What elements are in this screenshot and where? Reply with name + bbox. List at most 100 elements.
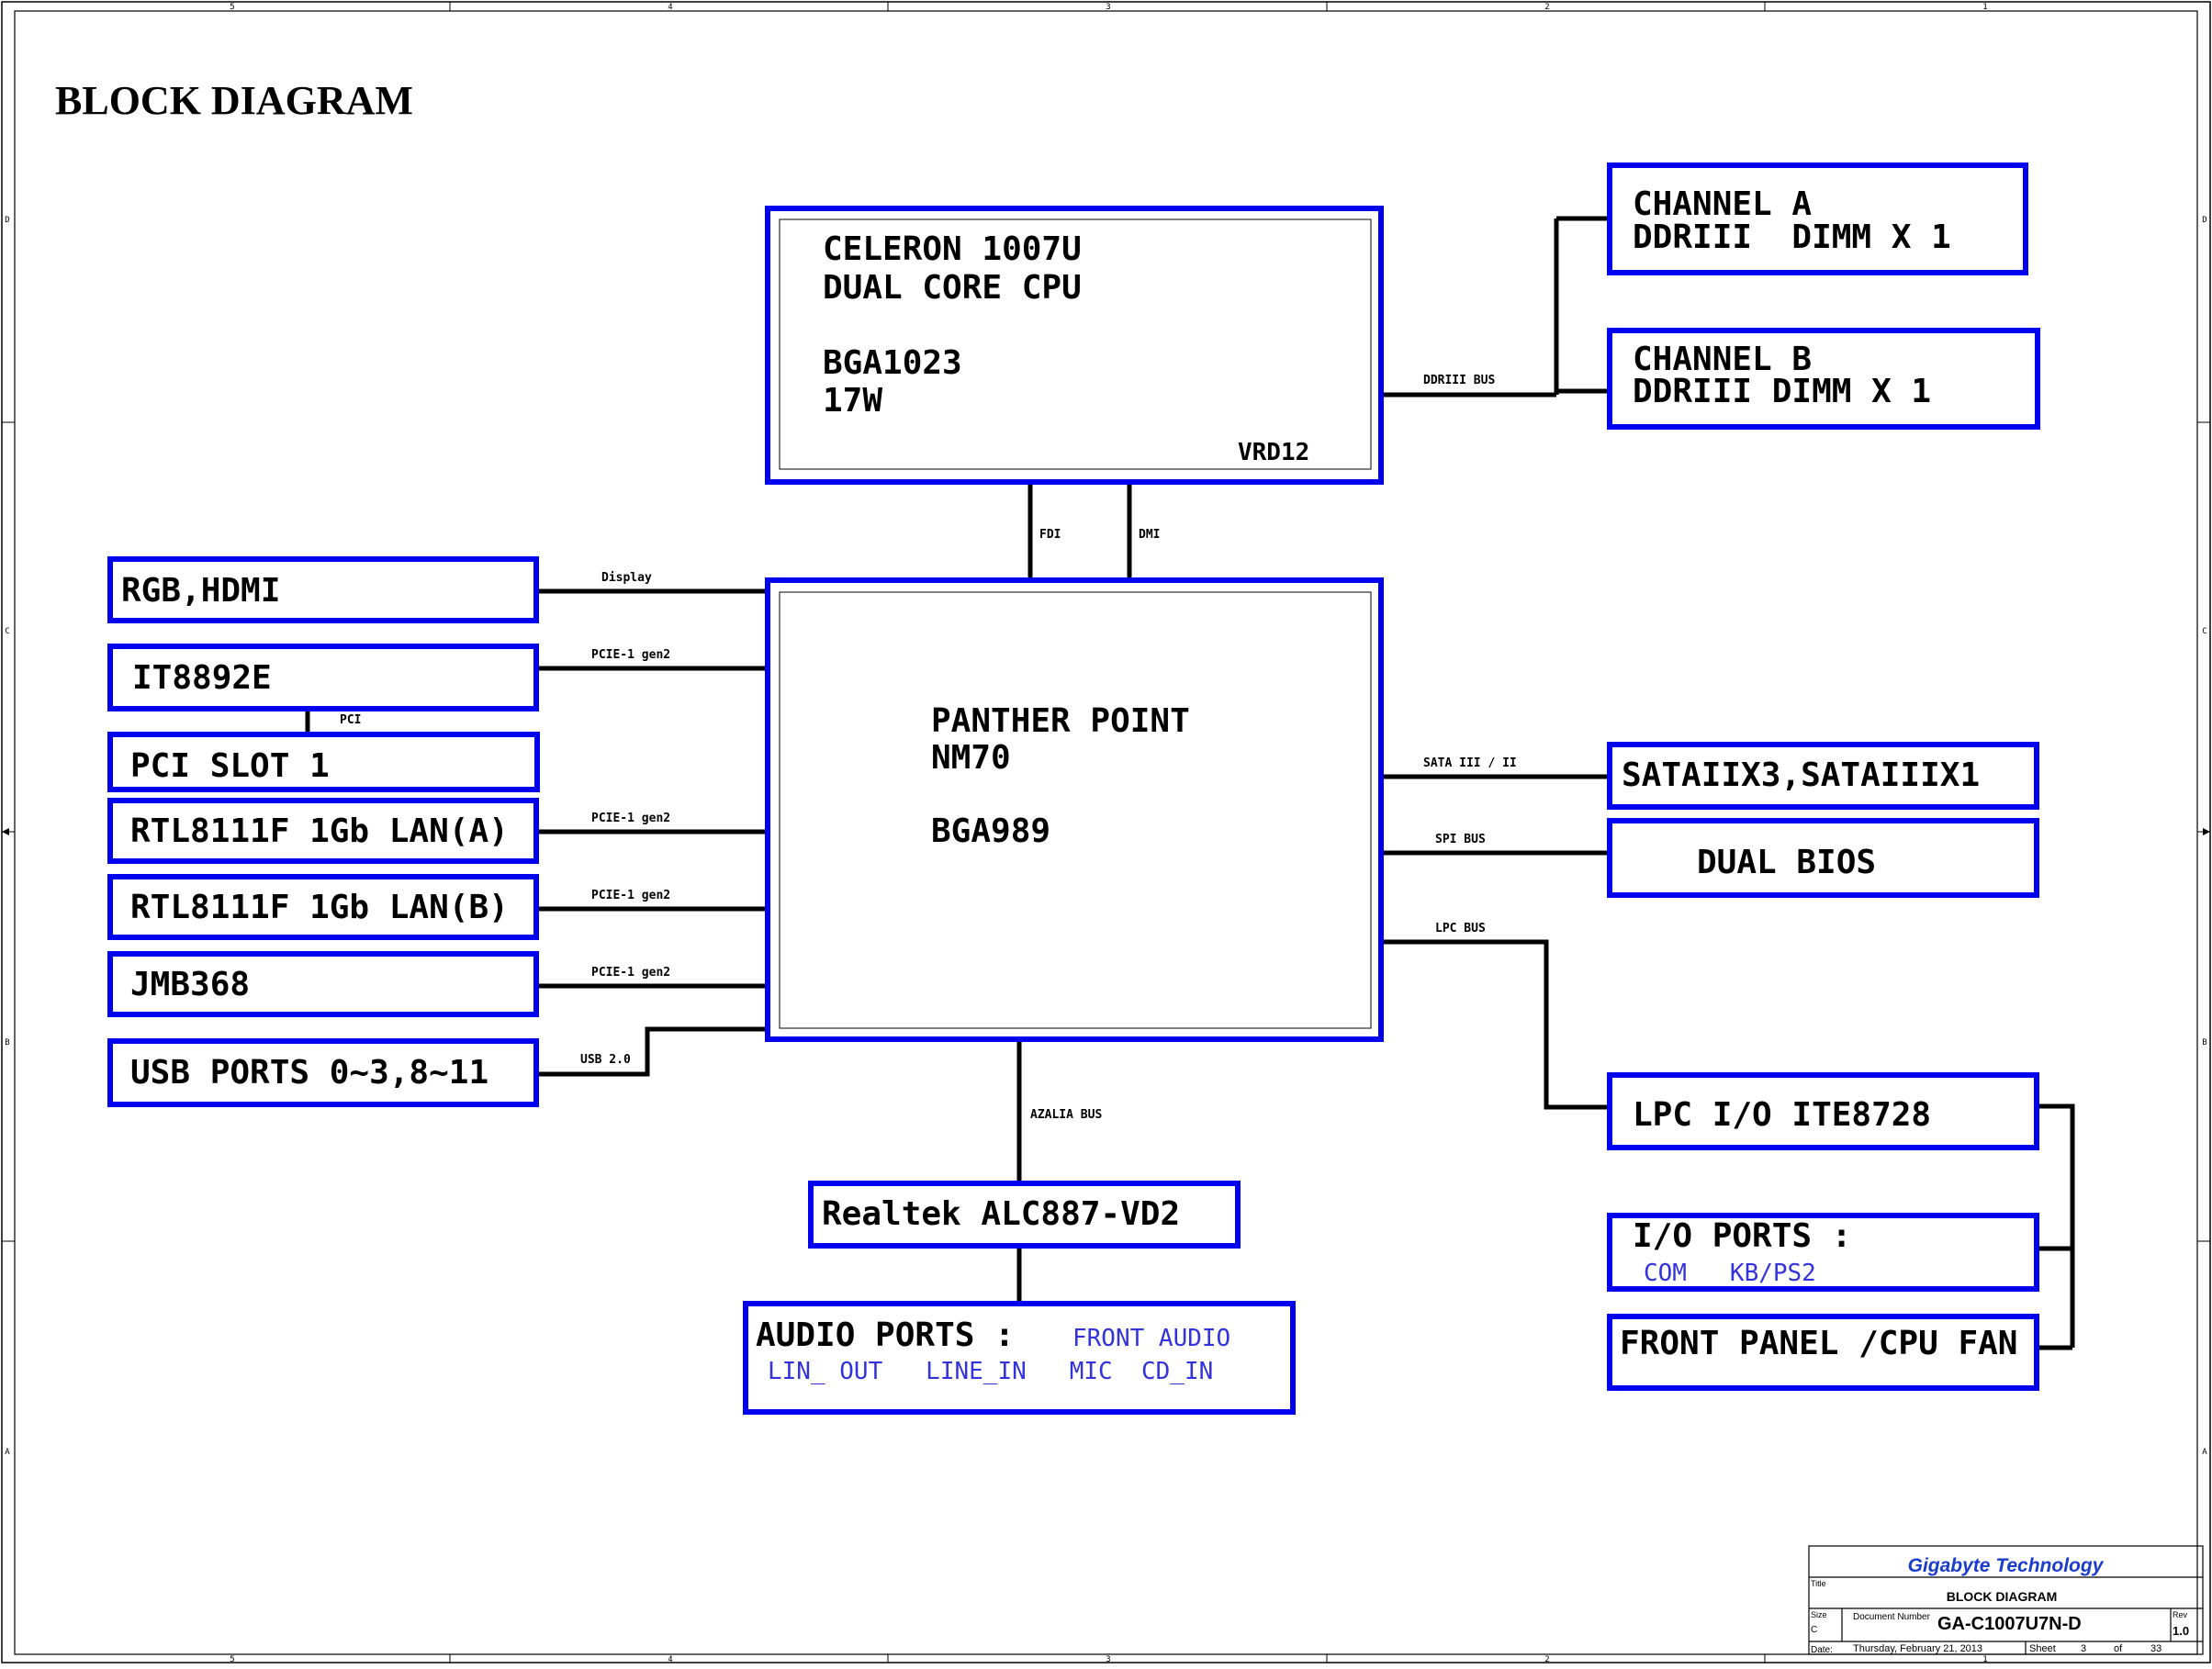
display-label: Display [601, 571, 652, 585]
audio-front-audio: FRONT AUDIO [1072, 1325, 1230, 1352]
usb-ports-label: USB PORTS 0~3,8~11 [130, 1054, 488, 1092]
lpc-io-trunk-wire [2038, 1103, 2075, 1348]
tb-total: 33 [2150, 1643, 2161, 1654]
pch-line3: BGA989 [931, 812, 1050, 850]
audio-ports-title: AUDIO PORTS : [756, 1316, 1015, 1354]
channel-b-block [1607, 328, 2040, 430]
usb-wire [537, 1026, 767, 1077]
zone-left-d: D [5, 216, 9, 225]
right-mid-arrow-icon [2203, 828, 2210, 835]
jmb368-label: JMB368 [130, 966, 250, 1003]
ddr-bus-label: DDRIII BUS [1423, 374, 1495, 387]
dual-bios-label: DUAL BIOS [1697, 844, 1876, 881]
zone-top-4: 4 [668, 3, 672, 12]
tb-size: C [1811, 1625, 1817, 1635]
fdi-label: FDI [1039, 528, 1061, 542]
blocks [107, 162, 2040, 1415]
cpu-block [765, 206, 1384, 485]
pch-line1: PANTHER POINT [931, 702, 1190, 740]
front-panel-label: FRONT PANEL /CPU FAN [1620, 1325, 2017, 1362]
zone-right-d: D [2202, 216, 2206, 225]
zone-right-c: C [2202, 627, 2206, 636]
lpc-io-label: LPC I/O ITE8728 [1633, 1096, 1931, 1134]
cpu-line3: BGA1023 [823, 344, 962, 382]
tb-date: Thursday, February 21, 2013 [1853, 1643, 1982, 1654]
it8892e-block [107, 644, 539, 711]
lan-b-block [107, 874, 539, 940]
wires [305, 216, 2075, 1350]
tb-date-label: Date: [1811, 1645, 1833, 1655]
sata-block [1607, 742, 2039, 810]
pch-inner-outline [779, 591, 1372, 1029]
zone-bottom-5: 5 [230, 1655, 234, 1664]
dual-bios-block [1607, 818, 2039, 898]
zone-bottom-1: 1 [1982, 1655, 1987, 1664]
pch-block [765, 577, 1384, 1042]
channel-a-line1: CHANNEL A [1633, 185, 1812, 223]
lpc-wire [1382, 939, 1609, 1110]
rgb-hdmi-label: RGB,HDMI [121, 572, 280, 610]
audio-ports-block [743, 1301, 1296, 1415]
sheet-inner-border [14, 10, 2198, 1655]
dmi-label: DMI [1139, 528, 1160, 542]
title-block [1808, 1545, 2204, 1655]
zone-right-a: A [2202, 1448, 2207, 1457]
realtek-label: Realtek ALC887-VD2 [822, 1195, 1180, 1233]
zone-top-5: 5 [230, 3, 234, 12]
channel-b-line2: DDRIII DIMM X 1 [1633, 373, 1931, 410]
io-ports-block [1607, 1213, 2039, 1292]
realtek-block [808, 1181, 1241, 1249]
front-panel-block [1607, 1314, 2039, 1391]
zone-top-2: 2 [1544, 3, 1549, 12]
sata-label: SATAIIX3,SATAIIIX1 [1622, 756, 1980, 794]
tb-rev: 1.0 [2173, 1624, 2189, 1638]
zone-left-c: C [5, 627, 9, 636]
tb-docnum-label: Document Number [1853, 1612, 1931, 1622]
tb-rev-label: Rev [2173, 1610, 2188, 1619]
tb-company: Gigabyte Technology [1908, 1555, 2105, 1576]
lpc-io-block [1607, 1072, 2039, 1150]
pcie-lan-b-label: PCIE-1 gen2 [591, 889, 670, 902]
channel-a-line2: DDRIII DIMM X 1 [1633, 218, 1951, 256]
zone-left-b: B [5, 1038, 9, 1047]
zone-bottom-2: 2 [1544, 1655, 1549, 1664]
cpu-line2: DUAL CORE CPU [823, 269, 1082, 307]
io-ports-title: I/O PORTS : [1633, 1217, 1851, 1255]
lan-a-block [107, 798, 539, 864]
channel-a-block [1607, 162, 2028, 275]
pci-slot-label: PCI SLOT 1 [130, 747, 330, 785]
tb-title: BLOCK DIAGRAM [1947, 1589, 2058, 1604]
pcie-lan-a-label: PCIE-1 gen2 [591, 812, 670, 825]
lan-b-label: RTL8111F 1Gb LAN(B) [130, 889, 509, 926]
usb-bus-label: USB 2.0 [580, 1053, 631, 1067]
pci-slot-block [107, 732, 540, 792]
audio-ports-line2: LIN_ OUT LINE_IN MIC CD_IN [768, 1358, 1213, 1385]
page-title: BLOCK DIAGRAM [55, 78, 413, 123]
tb-of-label: of [2114, 1643, 2123, 1654]
rgb-hdmi-block [107, 556, 539, 623]
it8892e-label: IT8892E [132, 659, 272, 697]
tb-sheet: 3 [2081, 1643, 2086, 1654]
tb-size-label: Size [1811, 1610, 1827, 1619]
azalia-bus-label: AZALIA BUS [1030, 1108, 1102, 1122]
left-mid-arrow-icon [2, 828, 9, 835]
zone-left-a: A [5, 1448, 10, 1457]
zone-right-b: B [2202, 1038, 2206, 1047]
usb-ports-block [107, 1038, 539, 1107]
sata-bus-label: SATA III / II [1423, 756, 1517, 770]
lpc-bus-label: LPC BUS [1435, 922, 1486, 935]
spi-bus-label: SPI BUS [1435, 833, 1486, 846]
cpu-inner-outline [779, 218, 1372, 470]
pci-label: PCI [340, 713, 361, 727]
cpu-line4: 17W [823, 382, 882, 420]
pcie-jmb-label: PCIE-1 gen2 [591, 966, 670, 980]
pcie-it-label: PCIE-1 gen2 [591, 648, 670, 662]
jmb368-block [107, 951, 539, 1017]
io-ports-items: COM KB/PS2 [1644, 1260, 1816, 1287]
zone-bottom-3: 3 [1106, 1655, 1110, 1664]
zone-bottom-4: 4 [668, 1655, 672, 1664]
tb-title-label: Title [1811, 1579, 1826, 1588]
zone-top-1: 1 [1982, 3, 1987, 12]
